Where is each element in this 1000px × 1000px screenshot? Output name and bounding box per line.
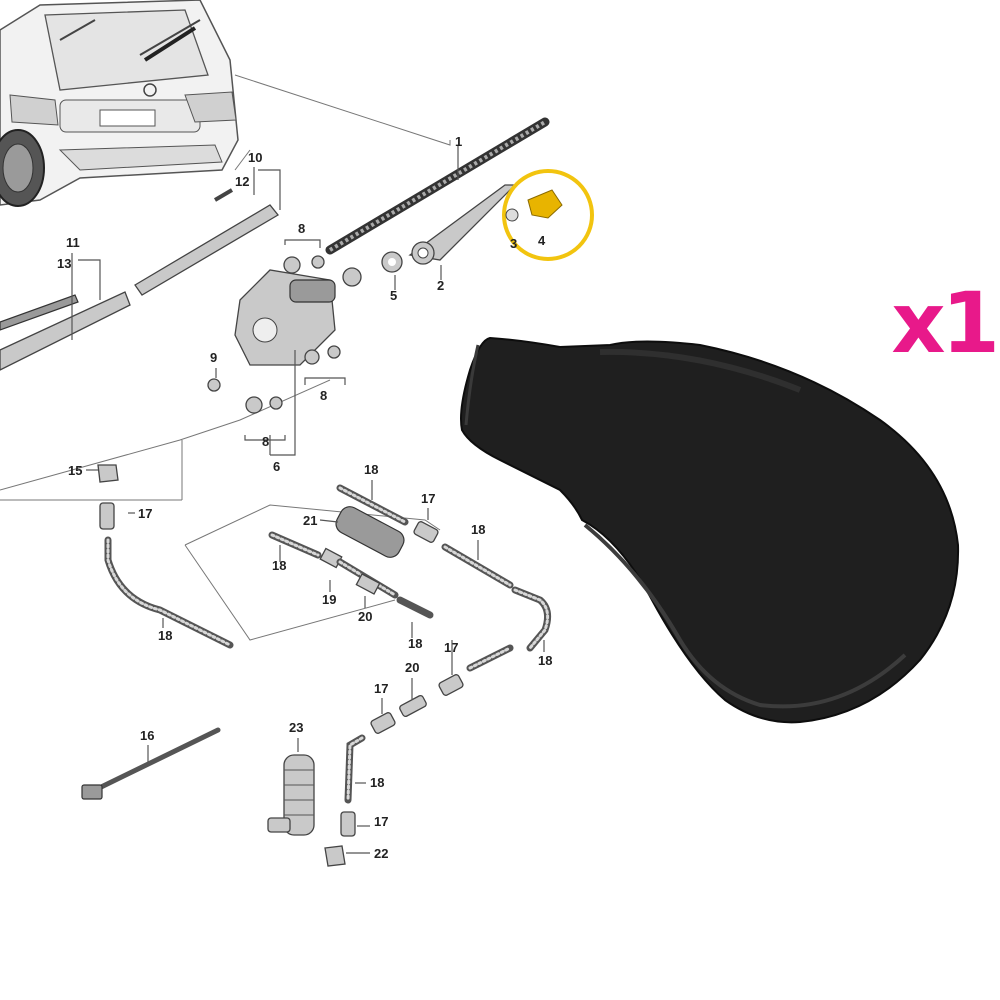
trim-strips (0, 188, 279, 371)
label-18f: 18 (158, 628, 172, 643)
label-3: 3 (510, 236, 517, 251)
label-8a: 8 (298, 221, 305, 236)
label-18g: 18 (370, 775, 384, 790)
label-2: 2 (437, 278, 444, 293)
label-18a: 18 (364, 462, 378, 477)
label-13: 13 (57, 256, 71, 271)
wiper-motor-part (207, 251, 403, 414)
cap-highlight (502, 169, 594, 261)
label-19: 19 (322, 592, 336, 607)
label-17b: 17 (421, 491, 435, 506)
label-15: 15 (68, 463, 82, 478)
label-8c: 8 (262, 434, 269, 449)
wiper-arm-cap-photo-icon (460, 336, 960, 724)
label-18b: 18 (471, 522, 485, 537)
label-17c: 17 (444, 640, 458, 655)
label-23: 23 (289, 720, 303, 735)
label-16: 16 (140, 728, 154, 743)
wiper-arm-part (408, 184, 517, 265)
label-11: 11 (66, 235, 80, 250)
wiper-blade-part (325, 117, 550, 255)
label-18d: 18 (408, 636, 422, 651)
part-labels: 1 2 3 4 5 6 8 8 8 9 10 11 12 13 15 16 17… (57, 134, 552, 861)
label-21: 21 (303, 513, 317, 528)
label-18c: 18 (272, 558, 286, 573)
label-1: 1 (455, 134, 462, 149)
label-4: 4 (538, 233, 546, 248)
label-20b: 20 (405, 660, 419, 675)
label-17d: 17 (374, 681, 388, 696)
quantity-badge: x1 (891, 274, 1000, 372)
washer-hoses (97, 464, 552, 867)
label-17a: 17 (138, 506, 152, 521)
label-5: 5 (390, 288, 397, 303)
label-20a: 20 (358, 609, 372, 624)
label-12: 12 (235, 174, 249, 189)
group-brackets (78, 169, 346, 456)
label-8b: 8 (320, 388, 327, 403)
car-rear-view-icon (0, 0, 239, 207)
label-17e: 17 (374, 814, 388, 829)
label-10: 10 (248, 150, 262, 165)
label-22: 22 (374, 846, 388, 861)
leader-lines (71, 167, 545, 854)
label-6: 6 (273, 459, 280, 474)
label-18e: 18 (538, 653, 552, 668)
cable-tie-part (81, 727, 221, 800)
label-9: 9 (210, 350, 217, 365)
washer-pump-part (267, 754, 315, 836)
